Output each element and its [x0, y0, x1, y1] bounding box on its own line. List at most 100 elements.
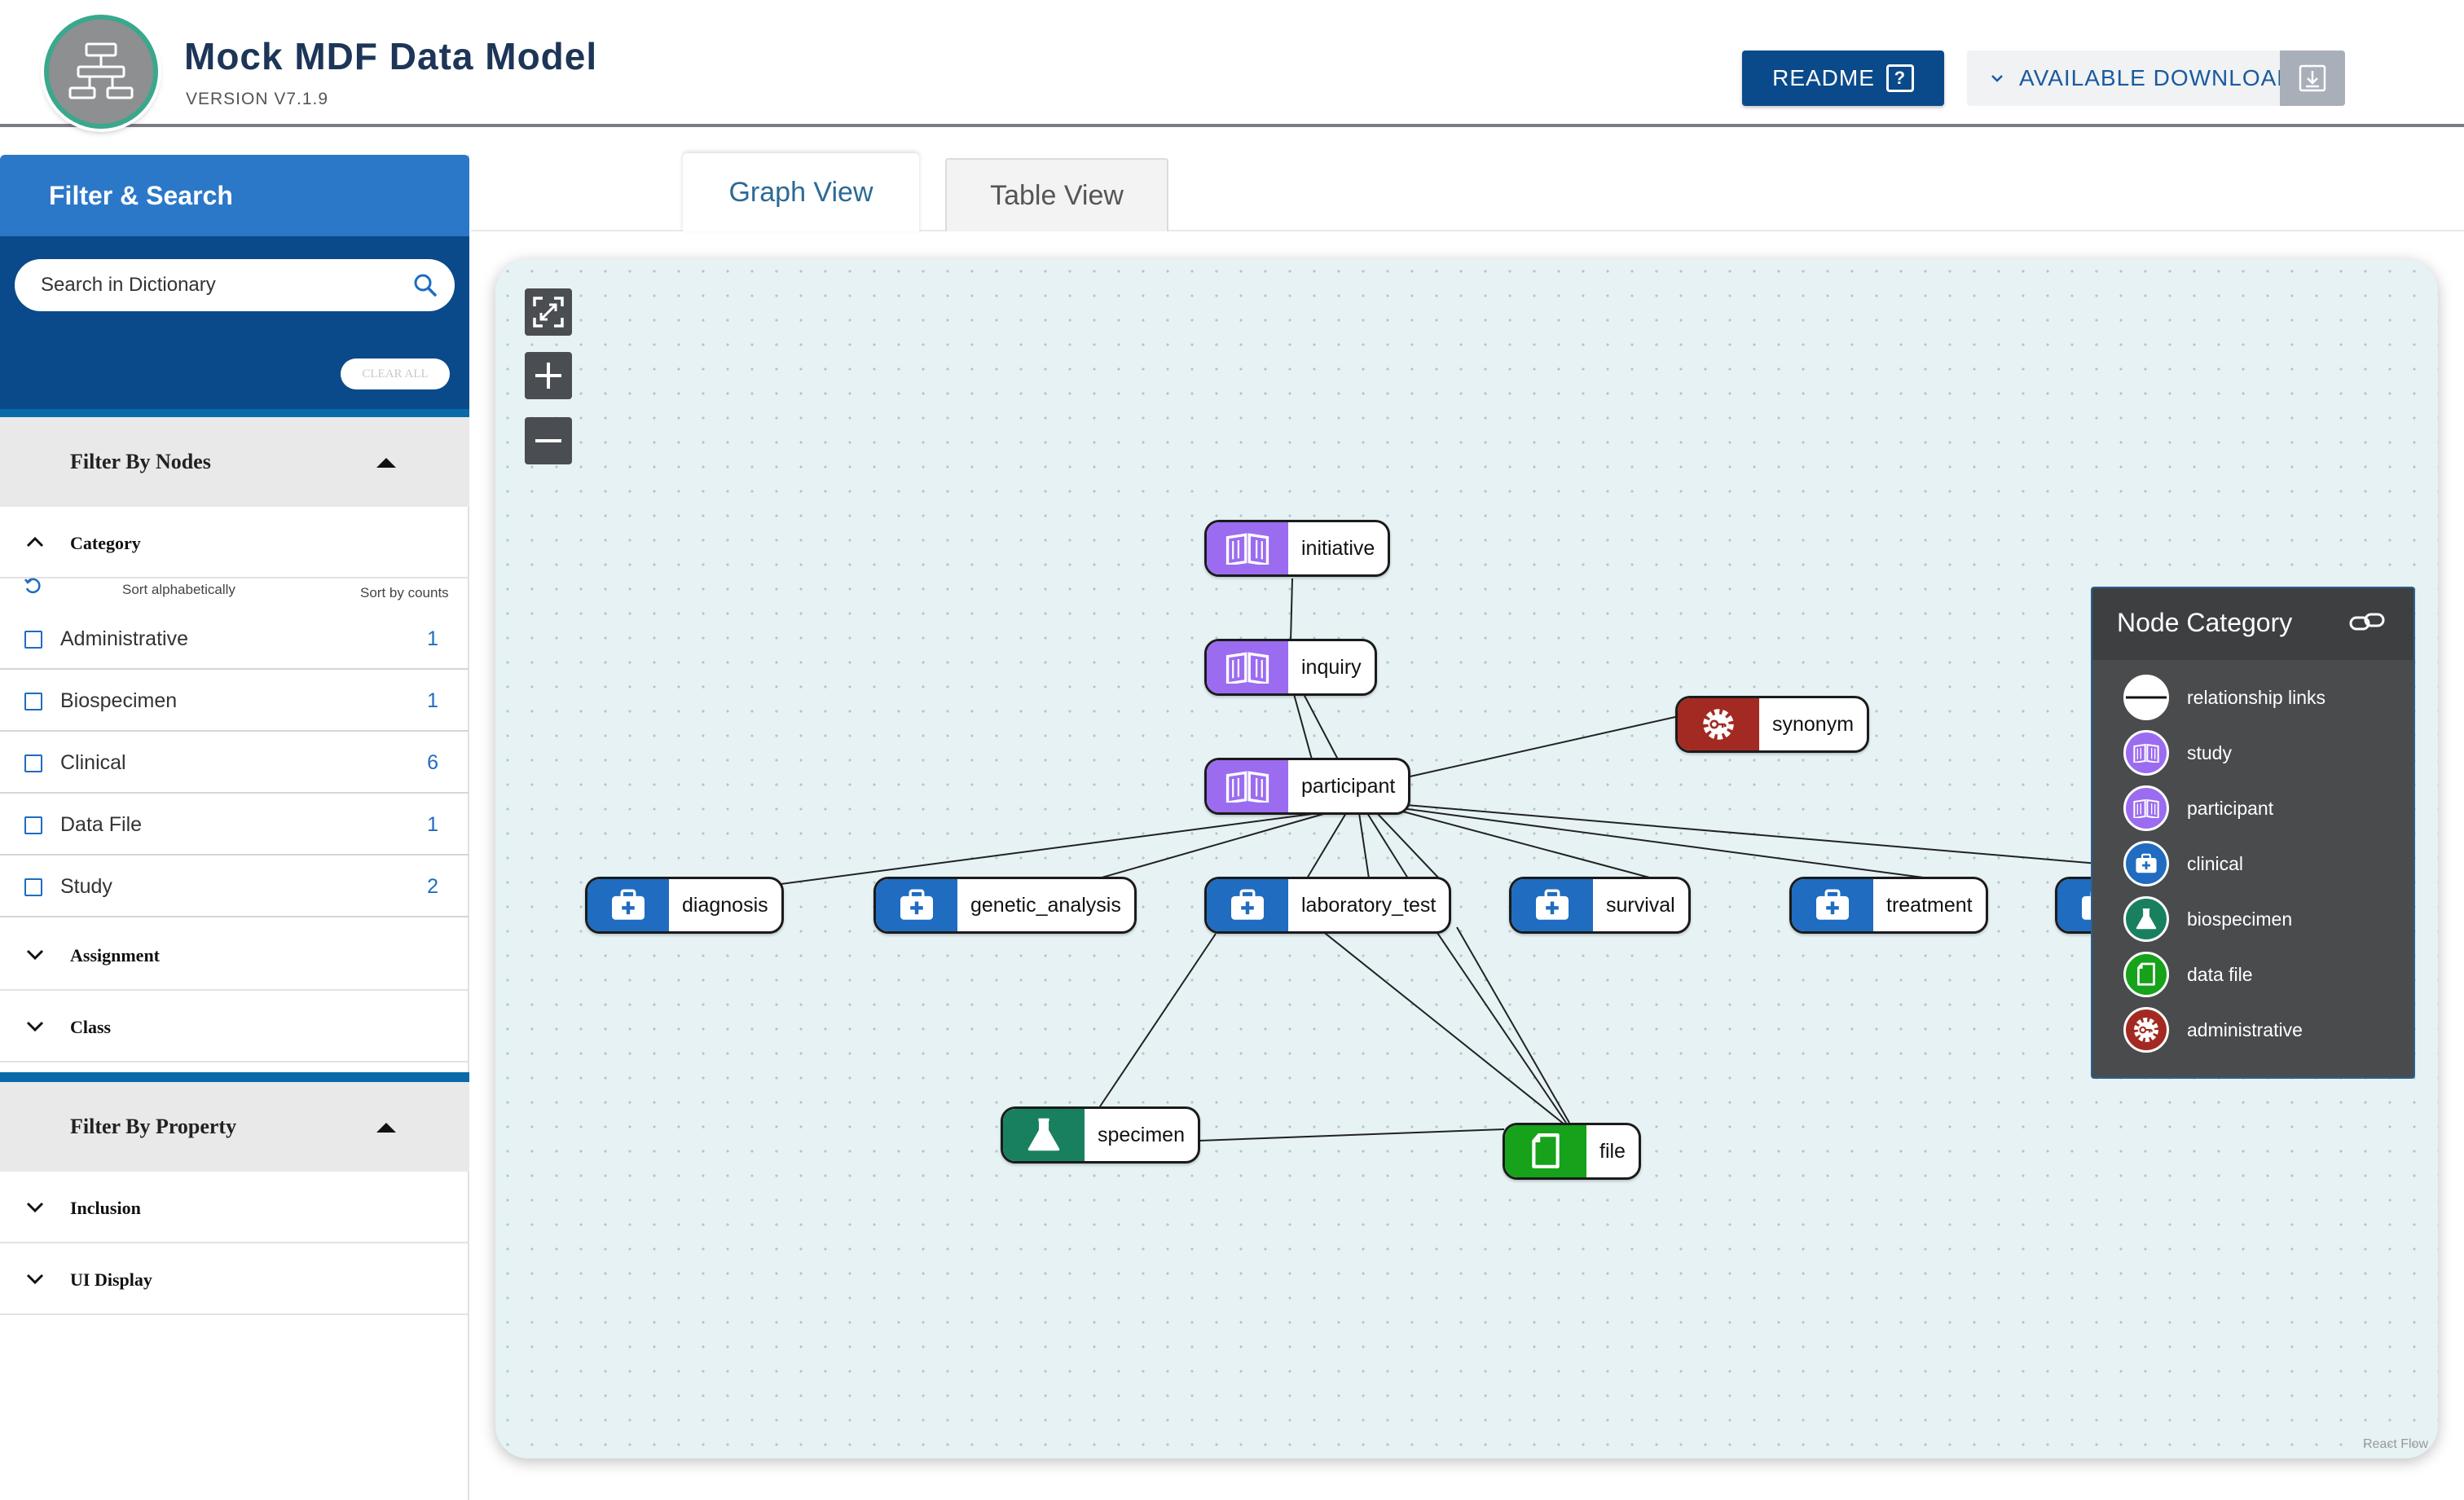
legend-label: study — [2187, 741, 2232, 763]
medkit-icon — [1792, 879, 1873, 931]
view-tabs: Graph View Table View — [471, 153, 2464, 231]
checkbox[interactable] — [24, 754, 42, 772]
legend-item-study: study — [2123, 730, 2232, 776]
filter-by-property-header[interactable]: Filter By Property — [0, 1082, 469, 1172]
available-downloads-button[interactable]: AVAILABLE DOWNLOADS — [1967, 51, 2345, 106]
graph-node-genetic-analysis[interactable]: genetic_analysis — [873, 877, 1137, 934]
graph-node-treatment[interactable]: treatment — [1789, 877, 1988, 934]
checkbox[interactable] — [24, 631, 42, 649]
category-item-count: 1 — [427, 689, 438, 712]
category-item-count: 2 — [427, 875, 438, 898]
legend-label: data file — [2187, 963, 2253, 985]
medkit-icon — [2123, 841, 2169, 886]
category-item-administrative[interactable]: Administrative 1 — [0, 608, 469, 670]
graph-node-file[interactable]: file — [1503, 1123, 1641, 1180]
node-label: inquiry — [1301, 655, 1362, 679]
graph-node-laboratory-test[interactable]: laboratory_test — [1204, 877, 1452, 934]
ui-display-facet-toggle[interactable]: UI Display — [0, 1243, 469, 1315]
graph-node-diagnosis[interactable]: diagnosis — [585, 877, 784, 934]
legend-item-administrative: administrative — [2123, 1007, 2303, 1053]
node-label: synonym — [1772, 712, 1855, 736]
fit-view-button[interactable] — [525, 288, 572, 336]
category-item-label: Administrative — [60, 627, 188, 650]
caret-up-icon — [376, 458, 396, 468]
category-item-biospecimen[interactable]: Biospecimen 1 — [0, 670, 469, 732]
category-facet-toggle[interactable]: Category — [0, 507, 469, 578]
graph-node-specimen[interactable]: specimen — [1001, 1106, 1200, 1163]
search-icon[interactable] — [412, 272, 438, 298]
book-icon — [1207, 641, 1288, 693]
help-icon: ? — [1885, 64, 1914, 92]
category-item-study[interactable]: Study 2 — [0, 856, 469, 917]
node-label: participant — [1301, 774, 1396, 798]
medkit-icon — [876, 879, 957, 931]
filter-sidebar: Filter & Search CLEAR ALL Filter By Node… — [0, 155, 469, 1500]
node-label: genetic_analysis — [970, 893, 1121, 917]
node-category-legend: Node Category relationship links study p… — [2091, 587, 2415, 1079]
checkbox[interactable] — [24, 693, 42, 710]
expand-icon — [533, 297, 564, 328]
ui-display-facet-label: UI Display — [70, 1269, 152, 1290]
graph-node-synonym[interactable]: synonym — [1675, 696, 1870, 753]
category-item-data-file[interactable]: Data File 1 — [0, 794, 469, 856]
graph-node-participant[interactable]: participant — [1204, 758, 1411, 815]
medkit-icon — [587, 879, 669, 931]
node-label: treatment — [1886, 893, 1973, 917]
graph-node-inquiry[interactable]: inquiry — [1204, 639, 1377, 696]
node-label: survival — [1606, 893, 1675, 917]
relationship-edges — [638, 578, 2137, 1141]
filter-search-header: Filter & Search — [0, 155, 469, 236]
class-facet-toggle[interactable]: Class — [0, 991, 469, 1062]
app-title: Mock MDF Data Model — [184, 35, 598, 77]
node-label: specimen — [1098, 1123, 1185, 1146]
clear-all-button[interactable]: CLEAR ALL — [341, 359, 450, 389]
chevron-down-icon — [26, 1202, 44, 1213]
line-icon — [2123, 675, 2169, 720]
react-flow-attribution[interactable]: React Flow — [2362, 1437, 2428, 1451]
assignment-facet-toggle[interactable]: Assignment — [0, 919, 469, 991]
graph-node-survival[interactable]: survival — [1509, 877, 1691, 934]
assignment-facet-label: Assignment — [70, 945, 161, 966]
category-item-label: Clinical — [60, 751, 126, 774]
book-icon — [2123, 785, 2169, 831]
flask-icon — [2123, 896, 2169, 942]
section-divider — [0, 1072, 469, 1082]
sort-by-counts-button[interactable]: Sort by counts — [360, 585, 449, 600]
checkbox[interactable] — [24, 878, 42, 896]
link-icon[interactable] — [2348, 611, 2386, 636]
graph-node-initiative[interactable]: initiative — [1204, 520, 1391, 577]
tab-graph-view[interactable]: Graph View — [683, 153, 919, 231]
inclusion-facet-toggle[interactable]: Inclusion — [0, 1172, 469, 1243]
legend-title: Node Category — [2117, 608, 2293, 637]
node-label: laboratory_test — [1301, 893, 1437, 917]
downloads-label: AVAILABLE DOWNLOADS — [2019, 65, 2311, 90]
gear-icon — [2123, 1007, 2169, 1053]
medkit-icon — [1207, 879, 1288, 931]
readme-button[interactable]: README ? — [1742, 51, 1944, 106]
chevron-up-icon — [26, 536, 44, 548]
book-icon — [1207, 522, 1288, 574]
zoom-out-button[interactable] — [525, 417, 572, 464]
node-label: file — [1599, 1139, 1626, 1163]
legend-label: biospecimen — [2187, 908, 2293, 930]
chevron-down-icon — [26, 1021, 44, 1032]
gear-icon — [1678, 698, 1759, 750]
zoom-in-button[interactable] — [525, 352, 572, 399]
legend-label: clinical — [2187, 852, 2244, 874]
download-icon[interactable] — [2280, 51, 2345, 106]
book-icon — [1207, 760, 1288, 812]
filter-by-property-label: Filter By Property — [70, 1115, 237, 1138]
filter-by-nodes-header[interactable]: Filter By Nodes — [0, 417, 469, 507]
file-icon — [2123, 952, 2169, 997]
category-facet-label: Category — [70, 533, 141, 553]
checkbox[interactable] — [24, 816, 42, 834]
chevron-down-icon — [1991, 75, 2003, 82]
category-item-clinical[interactable]: Clinical 6 — [0, 732, 469, 794]
sort-alphabetically-button[interactable]: Sort alphabetically — [122, 582, 235, 597]
tab-table-view[interactable]: Table View — [945, 158, 1168, 231]
reset-sort-icon[interactable] — [23, 577, 42, 596]
search-input[interactable] — [15, 259, 455, 311]
search-panel: CLEAR ALL — [0, 236, 469, 417]
category-item-label: Data File — [60, 813, 143, 836]
category-item-label: Study — [60, 875, 112, 898]
